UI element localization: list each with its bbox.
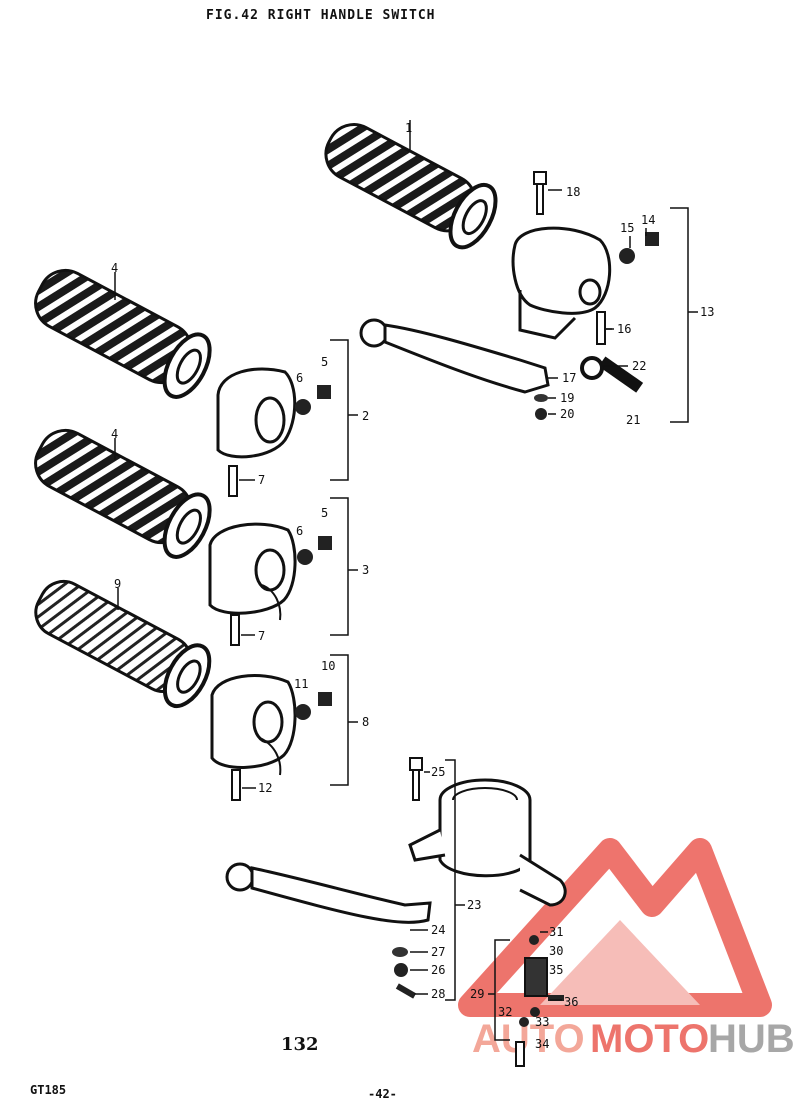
label-part-28: 28 [431, 987, 445, 1001]
clip-part-5-lower [318, 536, 332, 550]
screw-part-7-lower [230, 614, 240, 646]
label-part-5-upper: 5 [321, 355, 328, 369]
bolt-part-18 [533, 171, 562, 215]
label-part-30: 30 [549, 944, 563, 958]
nut-part-6-lower [297, 549, 313, 565]
label-part-17: 17 [562, 371, 576, 385]
label-part-1: 1 [405, 121, 412, 135]
screw-part-7-upper [228, 465, 238, 497]
watermark-hub: HUB [708, 1017, 795, 1061]
page-code: -42- [368, 1087, 397, 1101]
nut-part-27 [392, 947, 408, 957]
stop-switch-part-29 [515, 935, 564, 1067]
nut-part-15 [619, 248, 635, 264]
grip-part-9 [34, 579, 212, 709]
nut-part-20 [535, 408, 547, 420]
label-part-32: 32 [498, 1005, 512, 1019]
label-part-24: 24 [431, 923, 445, 937]
label-part-16: 16 [617, 322, 631, 336]
label-part-7-lower: 7 [258, 629, 265, 643]
label-part-25: 25 [431, 765, 445, 779]
label-part-12: 12 [258, 781, 272, 795]
label-part-8: 8 [362, 715, 369, 729]
grip-part-4-upper [34, 268, 212, 399]
label-part-13: 13 [700, 305, 714, 319]
label-part-10: 10 [321, 659, 335, 673]
label-part-20: 20 [560, 407, 574, 421]
label-part-14: 14 [641, 213, 655, 227]
label-part-26: 26 [431, 963, 445, 977]
label-part-7-upper: 7 [258, 473, 265, 487]
label-part-18: 18 [566, 185, 580, 199]
page-number: 132 [281, 1034, 319, 1055]
label-part-3: 3 [362, 563, 369, 577]
switch-housing-part-13 [511, 226, 612, 340]
part-labels: 1 18 14 15 13 16 22 17 19 20 21 4 5 6 2 … [111, 121, 714, 1051]
pin-part-28 [395, 983, 417, 999]
grip-part-4-lower [34, 428, 212, 559]
label-part-15: 15 [620, 221, 634, 235]
label-part-11: 11 [294, 677, 308, 691]
leader-lines [114, 120, 698, 1041]
switch-housing-part-2 [216, 367, 297, 459]
label-part-4-lower: 4 [111, 427, 118, 441]
switch-housing-part-3 [208, 522, 297, 621]
label-part-2: 2 [362, 409, 369, 423]
label-part-19: 19 [560, 391, 574, 405]
pin-part-16 [596, 311, 614, 345]
label-part-9: 9 [114, 577, 121, 591]
label-part-6-upper: 6 [296, 371, 303, 385]
washer-part-22 [580, 356, 604, 380]
nut-part-26 [394, 963, 408, 977]
label-part-34: 34 [535, 1037, 549, 1051]
switch-housing-part-8 [210, 674, 297, 776]
brake-lever-part-24 [225, 862, 432, 924]
figure-title: FIG.42 RIGHT HANDLE SWITCH [206, 8, 436, 23]
label-part-5-lower: 5 [321, 506, 328, 520]
label-part-22: 22 [632, 359, 646, 373]
label-part-27: 27 [431, 945, 445, 959]
label-part-21: 21 [626, 413, 640, 427]
nut-part-6-upper [295, 399, 311, 415]
label-part-23: 23 [467, 898, 481, 912]
label-part-29: 29 [470, 987, 484, 1001]
screw-part-14 [645, 232, 659, 246]
label-part-4-upper: 4 [111, 261, 118, 275]
screw-part-12 [231, 769, 241, 801]
label-part-35: 35 [549, 963, 563, 977]
label-part-6-lower: 6 [296, 524, 303, 538]
throttle-grip-part-1 [324, 123, 498, 250]
clip-part-10 [318, 692, 332, 706]
label-part-36: 36 [564, 995, 578, 1009]
nut-part-11 [295, 704, 311, 720]
watermark-logo: AUTO MOTO HUB [458, 838, 795, 1061]
model-code: GT185 [30, 1083, 66, 1097]
label-part-33: 33 [535, 1015, 549, 1029]
nut-part-19 [534, 394, 548, 402]
label-part-31: 31 [549, 925, 563, 939]
brake-lever-part-17 [359, 318, 550, 394]
master-cylinder-part-23 [408, 778, 567, 907]
watermark-moto: MOTO [590, 1017, 709, 1061]
bolt-part-25 [409, 757, 423, 801]
clip-part-5-upper [317, 385, 331, 399]
